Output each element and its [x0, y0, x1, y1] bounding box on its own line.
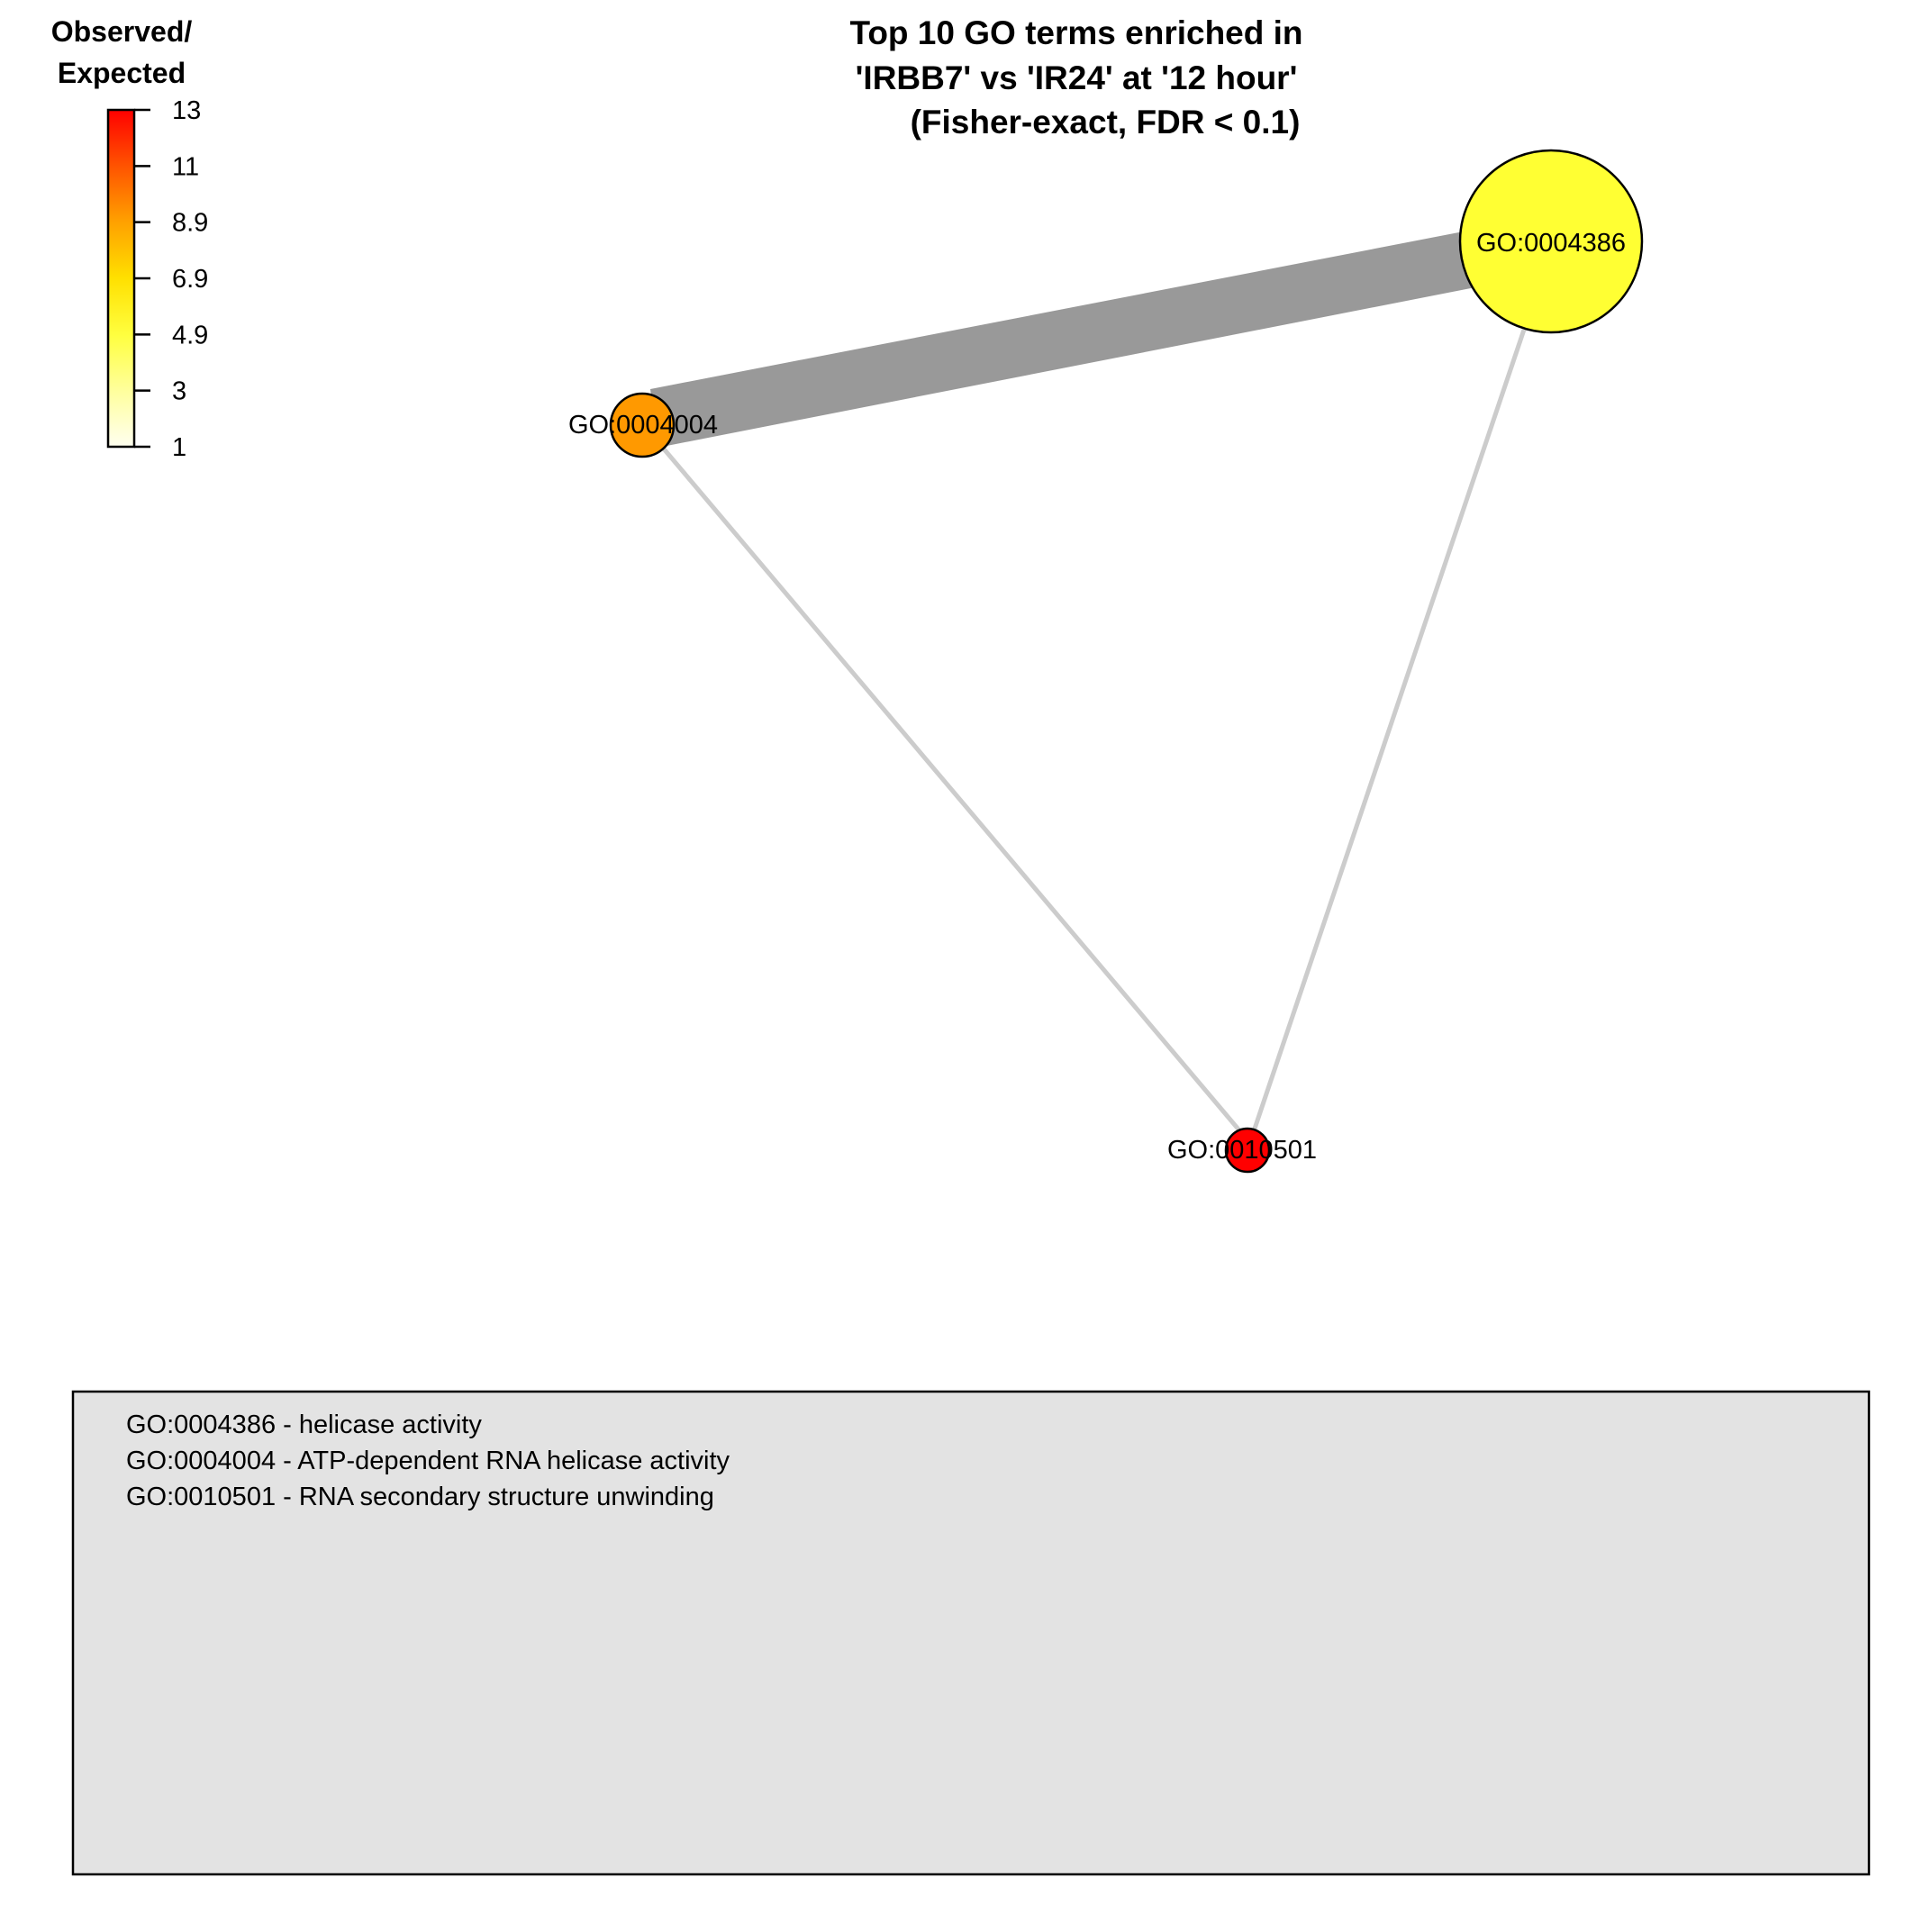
- node-label: GO:0004004: [568, 411, 718, 440]
- node-circle: [609, 392, 676, 458]
- colorbar-title-line-2: Expected: [58, 57, 186, 89]
- title-line-2: 'IRBB7' vs 'IR24' at '12 hour': [856, 59, 1298, 96]
- go-term-legend: GO:0004386 - helicase activity GO:000400…: [71, 1390, 1871, 1876]
- node-go0010501[interactable]: GO:0010501: [1167, 1127, 1317, 1174]
- network-edges: [650, 231, 1527, 1132]
- colorbar: Observed/ Expected 13 11 8.9 6.9 4.9 3 1: [51, 15, 209, 462]
- colorbar-tick-label: 3: [172, 377, 186, 406]
- edge-go0004386-go0010501: [1252, 329, 1527, 1129]
- node-label: GO:0010501: [1167, 1136, 1317, 1165]
- colorbar-tick-label: 1: [172, 433, 186, 462]
- colorbar-ticks: 13 11 8.9 6.9 4.9 3 1: [134, 96, 208, 462]
- colorbar-title-line-1: Observed/: [51, 15, 193, 48]
- edge-go0004004-go0004386: [650, 231, 1475, 448]
- edge-go0004004-go0010501: [660, 445, 1241, 1132]
- node-circle: [1458, 149, 1644, 334]
- title-line-1: Top 10 GO terms enriched in: [849, 14, 1302, 51]
- node-go0004386[interactable]: GO:0004386: [1458, 149, 1644, 334]
- legend-item: GO:0004004 - ATP-dependent RNA helicase …: [126, 1447, 730, 1475]
- colorbar-tick-label: 6.9: [172, 265, 208, 294]
- network-nodes: GO:0004386 GO:0004004 GO:0010501: [568, 149, 1644, 1174]
- node-label: GO:0004386: [1476, 229, 1626, 258]
- colorbar-tick-label: 4.9: [172, 321, 208, 349]
- title-line-3: (Fisher-exact, FDR < 0.1): [911, 104, 1301, 141]
- colorbar-gradient: [106, 108, 136, 449]
- legend-box: [71, 1390, 1871, 1876]
- node-circle: [1224, 1127, 1271, 1174]
- legend-item: GO:0004386 - helicase activity: [126, 1410, 482, 1439]
- legend-item: GO:0010501 - RNA secondary structure unw…: [126, 1483, 714, 1511]
- figure-title: Top 10 GO terms enriched in 'IRBB7' vs '…: [849, 14, 1302, 141]
- colorbar-tick-label: 11: [172, 152, 199, 181]
- colorbar-tick-label: 13: [172, 96, 201, 125]
- node-go0004004[interactable]: GO:0004004: [568, 392, 718, 458]
- colorbar-tick-label: 8.9: [172, 209, 208, 238]
